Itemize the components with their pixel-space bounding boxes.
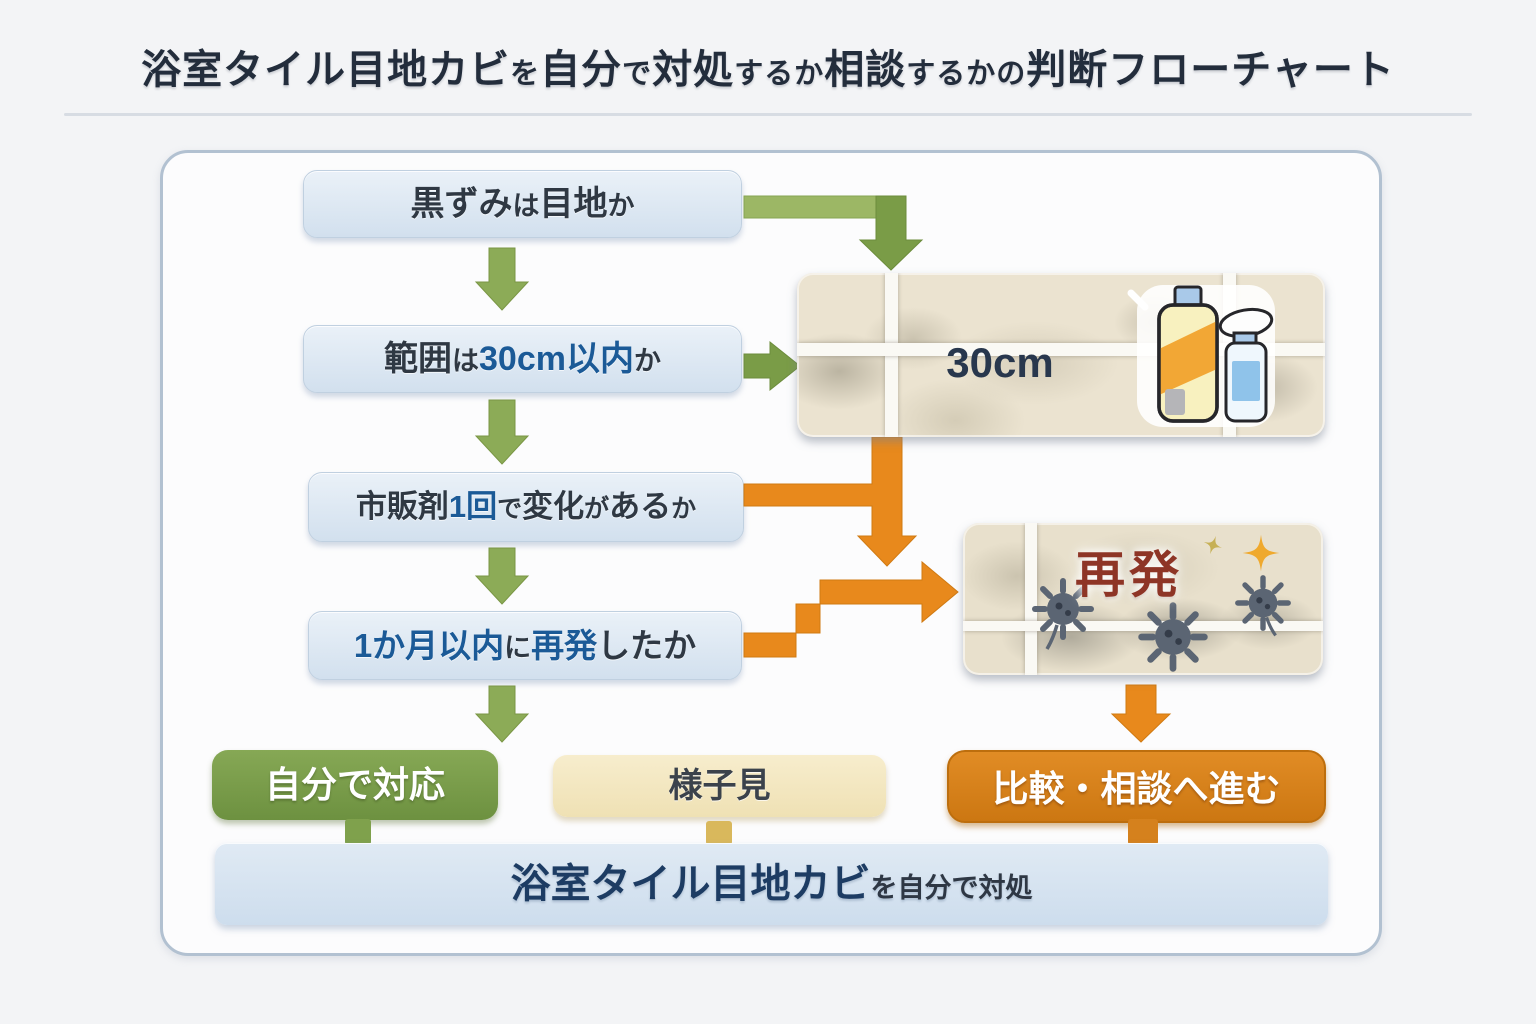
- page-title: 浴室タイル目地カビを自分で対処するか相談するかの判断フローチャート: [141, 48, 1395, 92]
- tile-extent-illustration: 30cm: [797, 273, 1325, 437]
- question-box-recurrence-1month: 1か月以内に再発したか: [308, 611, 742, 680]
- grout-line: [963, 621, 1323, 631]
- result-wait-and-see: 様子見: [553, 755, 886, 817]
- grout-line: [1025, 523, 1037, 675]
- sparkle-icon: [1242, 534, 1280, 572]
- recurrence-label: 再発: [1075, 547, 1183, 603]
- tile-recurrence-illustration: 再発: [963, 523, 1323, 675]
- sparkle-icon: [1203, 535, 1223, 555]
- mold-icon: [1032, 578, 1094, 650]
- mold-icon: [1235, 575, 1291, 637]
- question-box-commercial-cleaner: 市販剤1回で変化があるか: [308, 472, 744, 542]
- question-box-extent-30cm: 範囲は30cm以内か: [303, 325, 742, 393]
- connector-tab-self: [345, 819, 371, 845]
- mold-icon: [1138, 602, 1208, 672]
- footer-summary-bar: 浴室タイル目地カビを自分で対処: [215, 843, 1328, 925]
- connector-tab-wait: [706, 821, 732, 845]
- title-divider: [64, 113, 1472, 116]
- question-box-grout-check: 黒ずみは目地か: [303, 170, 742, 238]
- mold-sparkle-layer: [1032, 534, 1291, 672]
- cleaner-bottles-icon: [1127, 285, 1275, 427]
- measure-label: 30cm: [946, 339, 1054, 386]
- result-self-handle: 自分で対応: [212, 750, 498, 820]
- connector-tab-consult: [1128, 819, 1158, 845]
- result-compare-consult: 比較・相談へ進む: [947, 750, 1326, 823]
